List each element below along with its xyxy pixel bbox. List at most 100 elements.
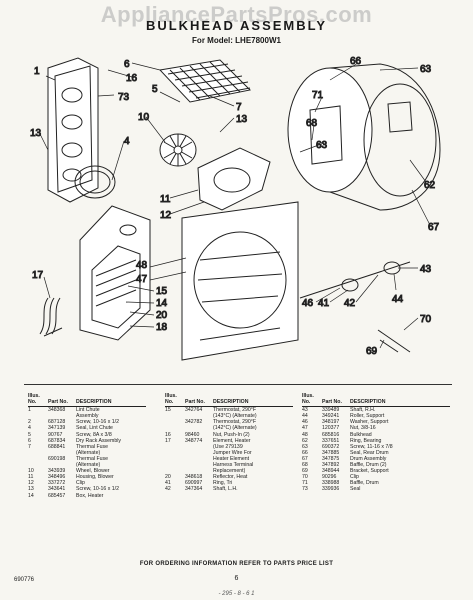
part-number-cell: 347364 [185,486,203,493]
header-part: Part No. [48,393,76,408]
callout-20: 20 [156,310,168,321]
part-number-cell: 347885 [322,449,340,456]
part-number-cell: 348618 [185,474,203,481]
description-cell: Bracket, Support [350,468,389,475]
blower-wheel-drawing [159,133,197,167]
part-number-cell: 347139 [48,425,66,432]
illus-cell: 47 [302,425,308,432]
description-cell: Clip [350,474,359,481]
illus-cell: 1 [28,407,31,414]
illus-cell: 48 [302,431,308,438]
callout-5: 5 [152,84,158,95]
description-cell: Drum Assembly [350,455,387,462]
description-cell: (142°C) (Alternate) [213,425,257,432]
part-number-cell: 120377 [322,425,340,432]
description-cell: Jumper Wire For [213,449,252,456]
illus-cell: 66 [302,449,308,456]
table-row: (Use 279139 [165,444,293,450]
lint-chute-seal-drawing [74,165,116,199]
lint-chute-drawing [47,57,99,203]
callout-41: 41 [318,298,330,309]
table-row: Harness Terminal [165,462,293,468]
illus-cell: 15 [165,407,171,414]
part-number-cell: 347892 [322,462,340,469]
callout-47: 47 [136,274,148,285]
part-number-cell: 690997 [185,480,203,487]
part-number-cell: 690372 [322,443,340,450]
heater-box-drawing [79,205,151,341]
table-row: (142°C) (Alternate) [165,425,293,431]
callout-13-top: 13 [236,114,248,125]
dry-rack-drawing [158,59,252,103]
illus-cell: 5 [28,431,31,438]
description-cell: Screw, 11-16 x 7/8 [350,443,393,450]
callout-1: 1 [34,66,40,77]
header-description: DESCRIPTION [213,393,293,408]
callout-10: 10 [138,112,150,123]
description-cell: Box, Heater [76,492,104,499]
description-cell: Seal, Lint Chute [76,425,113,432]
description-cell: Screw, 8A x 3/8 [76,431,112,438]
illus-cell: 44 [302,413,308,420]
description-cell: Ring, Tri [213,480,233,487]
illus-cell: 10 [28,468,34,475]
part-number-cell: 690198 [48,455,66,462]
bulkhead-drawing [181,201,299,361]
callout-7: 7 [236,102,242,113]
part-number-cell: 90296 [322,474,337,481]
description-cell: Seal, Rear Drum [350,449,389,456]
table-row: 63 690372 Screw, 11-16 x 7/8 [302,444,450,450]
callout-6: 6 [124,59,130,70]
callout-17: 17 [32,270,44,281]
illus-cell: 7 [28,443,31,450]
table-row: (Alternate) [28,450,146,456]
callout-42: 42 [344,298,356,309]
table-top-rule [24,384,452,385]
description-cell: Nut, Push-In (2) [213,431,250,438]
part-number-cell: 337272 [48,480,66,487]
part-number-cell: 339936 [322,486,340,493]
part-number-cell: 348774 [185,437,203,444]
part-number-cell: 337651 [322,437,340,444]
callout-66: 66 [350,56,362,67]
part-number-cell: 348197 [322,419,340,426]
reference-code: 690776 [14,577,35,583]
callout-46: 46 [302,298,314,309]
callout-13-left: 13 [30,128,42,139]
illus-cell: 16 [165,431,171,438]
illus-cell: 4 [28,425,31,432]
illus-cell: 71 [302,480,308,487]
description-cell: Lint Chute [76,407,100,414]
header-description: DESCRIPTION [76,393,146,408]
callout-68: 68 [306,118,318,129]
description-cell: Thermostat, 290°F [213,407,257,414]
page-title: BULKHEAD ASSEMBLY [145,18,328,33]
description-cell: Element, Heater [213,437,251,444]
illus-cell: 14 [28,492,34,499]
header-illus: Illus. No. [165,393,185,408]
model-line: For Model: LHE7800W1 [192,36,281,45]
table-row: (143°C) (Alternate) [165,413,293,419]
illus-cell: 68 [302,462,308,469]
callout-69: 69 [366,346,378,357]
illus-cell: 63 [302,443,308,450]
part-number-cell: 338988 [322,480,340,487]
table-row: Assembly [28,413,146,419]
callout-71: 71 [312,90,324,101]
header-description: DESCRIPTION [350,393,450,408]
